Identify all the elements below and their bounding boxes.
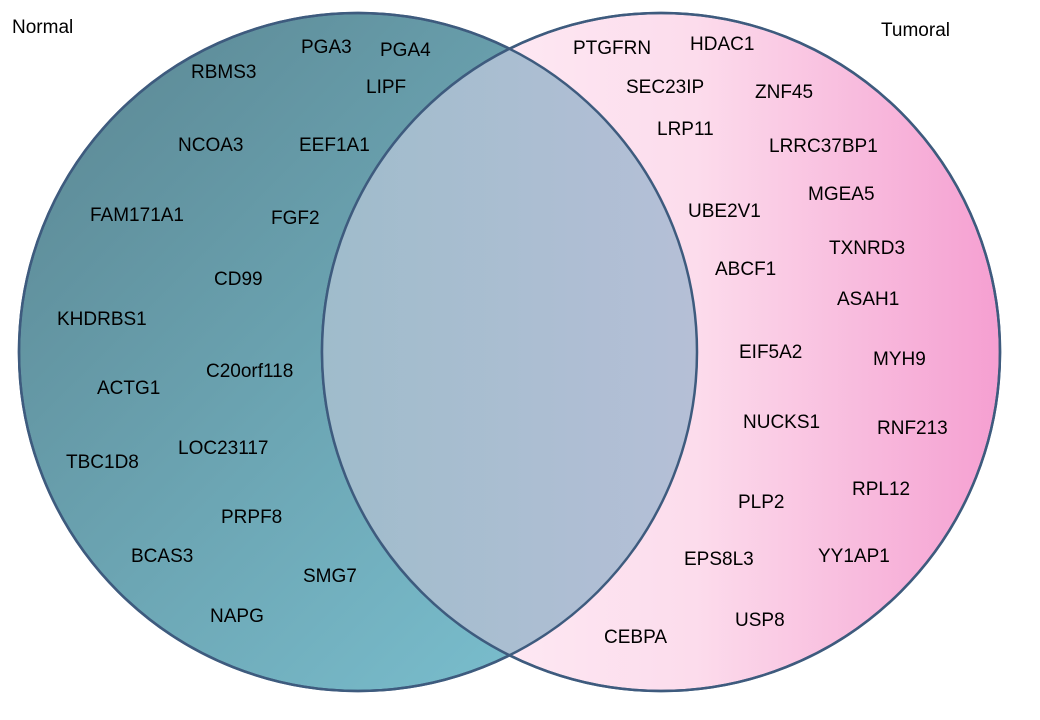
gene-label: BCAS3 (131, 546, 193, 567)
gene-label: TXNRD3 (829, 238, 905, 259)
tumoral-circle-outline (320, 11, 1002, 693)
gene-label: YY1AP1 (818, 546, 890, 567)
gene-label: ASAH1 (837, 289, 899, 310)
gene-label: KHDRBS1 (57, 309, 147, 330)
gene-label: PGA3 (301, 37, 352, 58)
gene-label: TBC1D8 (66, 452, 139, 473)
gene-label: MGEA5 (808, 184, 875, 205)
tumoral-set-label: Tumoral (881, 20, 950, 41)
gene-label: NCOA3 (178, 135, 243, 156)
gene-label: CEBPA (604, 627, 667, 648)
gene-label: EPS8L3 (684, 549, 754, 570)
gene-label: NAPG (210, 606, 264, 627)
gene-label: HDAC1 (690, 34, 754, 55)
gene-label: RBMS3 (191, 62, 256, 83)
gene-label: SEC23IP (626, 77, 704, 98)
gene-label: RPL12 (852, 479, 910, 500)
gene-label: C20orf118 (206, 361, 293, 382)
gene-label: SMG7 (303, 566, 357, 587)
gene-label: ACTG1 (97, 378, 160, 399)
gene-label: LOC23117 (178, 438, 269, 459)
gene-label: NUCKS1 (743, 412, 820, 433)
gene-label: ZNF45 (755, 82, 813, 103)
gene-label: PTGFRN (573, 38, 651, 59)
gene-label: LRP11 (657, 119, 714, 140)
gene-label: PGA4 (380, 40, 431, 61)
gene-label: MYH9 (873, 349, 926, 370)
gene-label: LIPF (366, 77, 406, 98)
gene-label: EIF5A2 (739, 342, 802, 363)
gene-label: USP8 (735, 610, 785, 631)
gene-label: FAM171A1 (90, 205, 184, 226)
gene-label: ABCF1 (715, 259, 776, 280)
gene-label: CD99 (214, 269, 263, 290)
normal-set-label: Normal (12, 17, 73, 38)
intersection-region (322, 13, 697, 691)
normal-circle-outline (17, 11, 699, 693)
gene-label: RNF213 (877, 418, 948, 439)
gene-label: UBE2V1 (688, 201, 761, 222)
gene-label: EEF1A1 (299, 135, 370, 156)
gene-label: PLP2 (738, 492, 784, 513)
gene-label: PRPF8 (221, 507, 282, 528)
gene-label: LRRC37BP1 (769, 136, 878, 157)
gene-label: FGF2 (271, 208, 320, 229)
